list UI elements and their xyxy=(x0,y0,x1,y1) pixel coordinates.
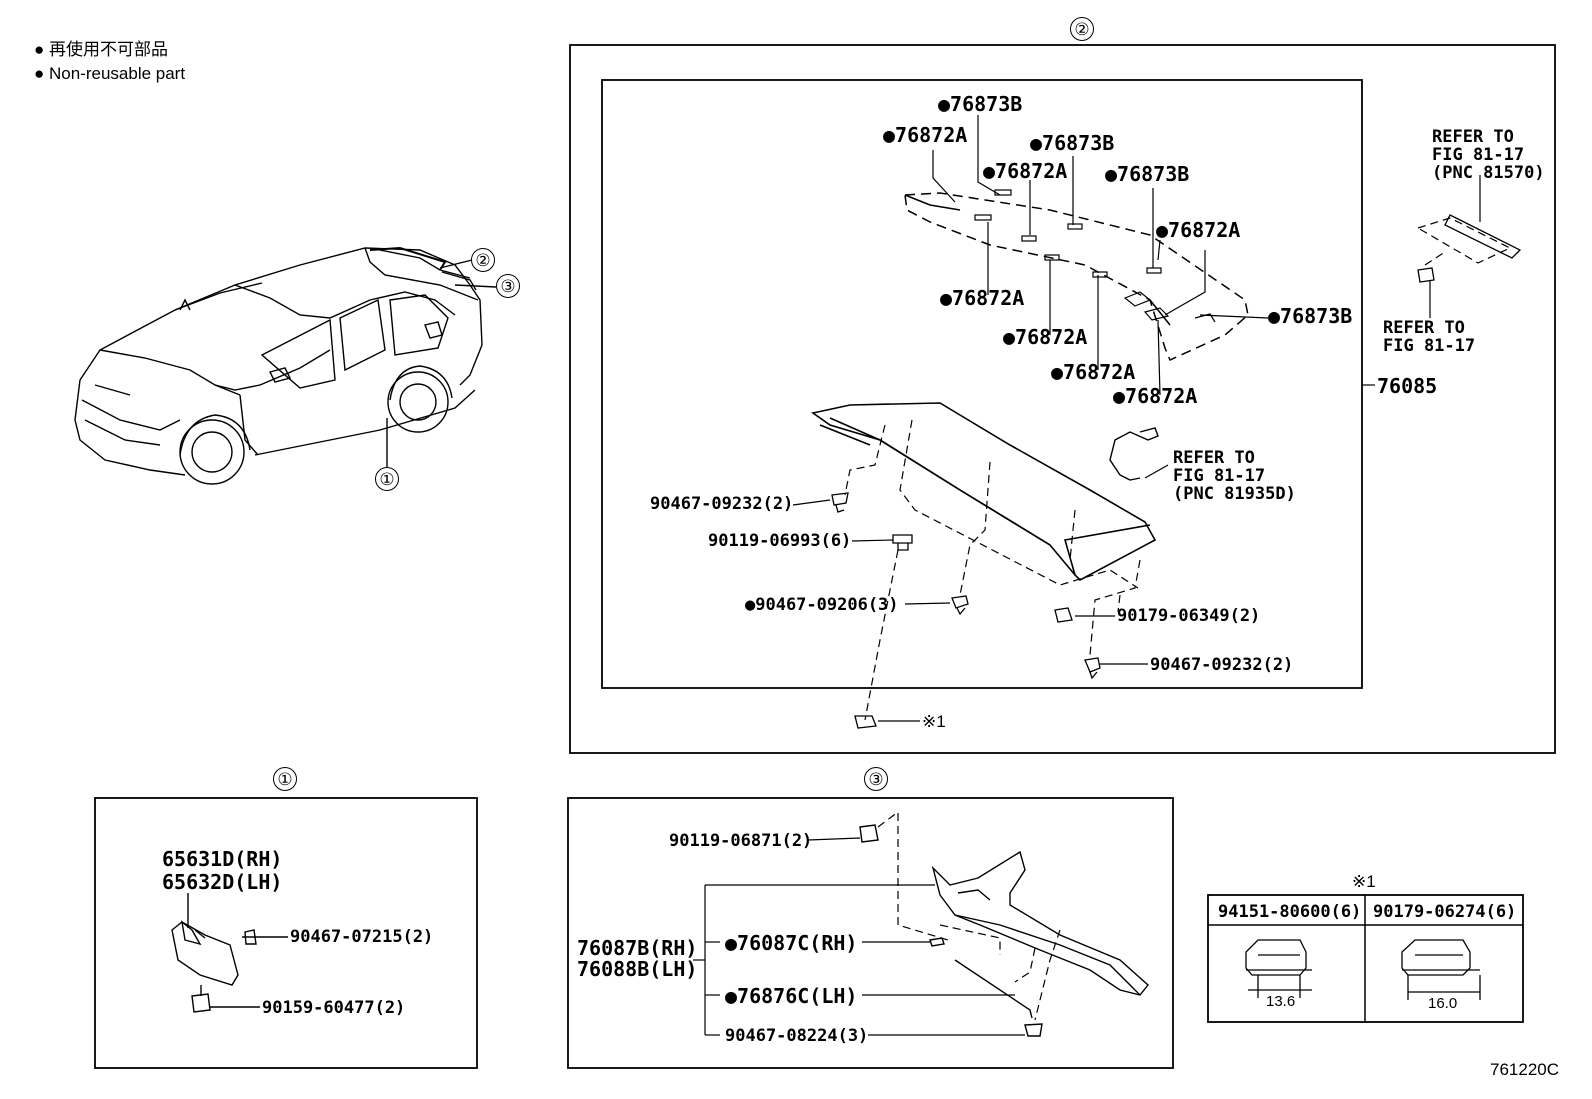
fastener-label: 90119-06993(6) xyxy=(708,531,852,551)
part-label: ●76087C(RH) xyxy=(725,931,858,955)
assembly-lh: 76088B(LH) xyxy=(577,957,698,981)
part-label: ●76876C(LH) xyxy=(725,984,858,1008)
garnish-illustration xyxy=(859,824,1149,1037)
note-table-col-1: 94151-80600(6) xyxy=(1218,902,1362,922)
part-label: ●76872A xyxy=(940,286,1025,310)
part-label: ●76872A xyxy=(1113,384,1198,408)
part-label: ●76872A xyxy=(1003,325,1088,349)
note-reference: ※1 xyxy=(922,712,946,731)
part-label: ●76872A xyxy=(883,123,968,147)
part-label: ●76873B xyxy=(1030,131,1115,155)
fastener-label: 90159-60477(2) xyxy=(262,998,406,1018)
part-label: ●76873B xyxy=(1105,162,1190,186)
fastener-label: 90467-07215(2) xyxy=(290,927,434,947)
legend-japanese: ● 再使用不可部品 xyxy=(34,40,168,59)
spoiler-strip xyxy=(904,192,1249,362)
legend-english: ● Non-reusable part xyxy=(34,64,186,83)
note-table-col-2: 90179-06274(6) xyxy=(1373,902,1517,922)
part-lh: 65632D(LH) xyxy=(162,870,283,894)
section-2-header: ② xyxy=(1070,17,1094,41)
callout-3-vehicle: ③ xyxy=(496,274,520,298)
mudguard-illustration xyxy=(171,893,288,1013)
fastener-label: 90119-06871(2) xyxy=(669,831,813,851)
vehicle-illustration xyxy=(74,246,497,485)
callout-2-vehicle: ② xyxy=(471,248,495,272)
part-label: ●76873B xyxy=(938,92,1023,116)
figure-id: 761220C xyxy=(1490,1060,1560,1079)
part-label: ●76872A xyxy=(1051,360,1136,384)
fastener-label: 90467-09232(2) xyxy=(1150,655,1294,675)
fastener-label: 90467-09232(2) xyxy=(650,494,794,514)
assembly-number: 76085 xyxy=(1377,374,1438,398)
fastener-label: 90467-08224(3) xyxy=(725,1026,869,1046)
part-label: ●76872A xyxy=(983,159,1068,183)
nut-drawings xyxy=(1245,939,1481,1000)
note-table-mark: ※1 xyxy=(1352,872,1376,891)
section-1-header: ① xyxy=(273,767,297,791)
part-rh: 65631D(RH) xyxy=(162,847,283,871)
dimension-label: 16.0 xyxy=(1428,995,1458,1012)
section-3-header: ③ xyxy=(864,767,888,791)
spoiler-body xyxy=(811,402,1157,581)
fastener-label: 90179-06349(2) xyxy=(1117,606,1261,626)
part-label: ●76872A xyxy=(1156,218,1241,242)
part-label: ●76873B xyxy=(1268,304,1353,328)
assembly-rh: 76087B(RH) xyxy=(577,936,698,960)
dimension-label: 13.6 xyxy=(1266,993,1296,1010)
fastener-label: ●90467-09206(3) xyxy=(745,595,899,615)
callout-1-vehicle: ① xyxy=(375,467,399,491)
